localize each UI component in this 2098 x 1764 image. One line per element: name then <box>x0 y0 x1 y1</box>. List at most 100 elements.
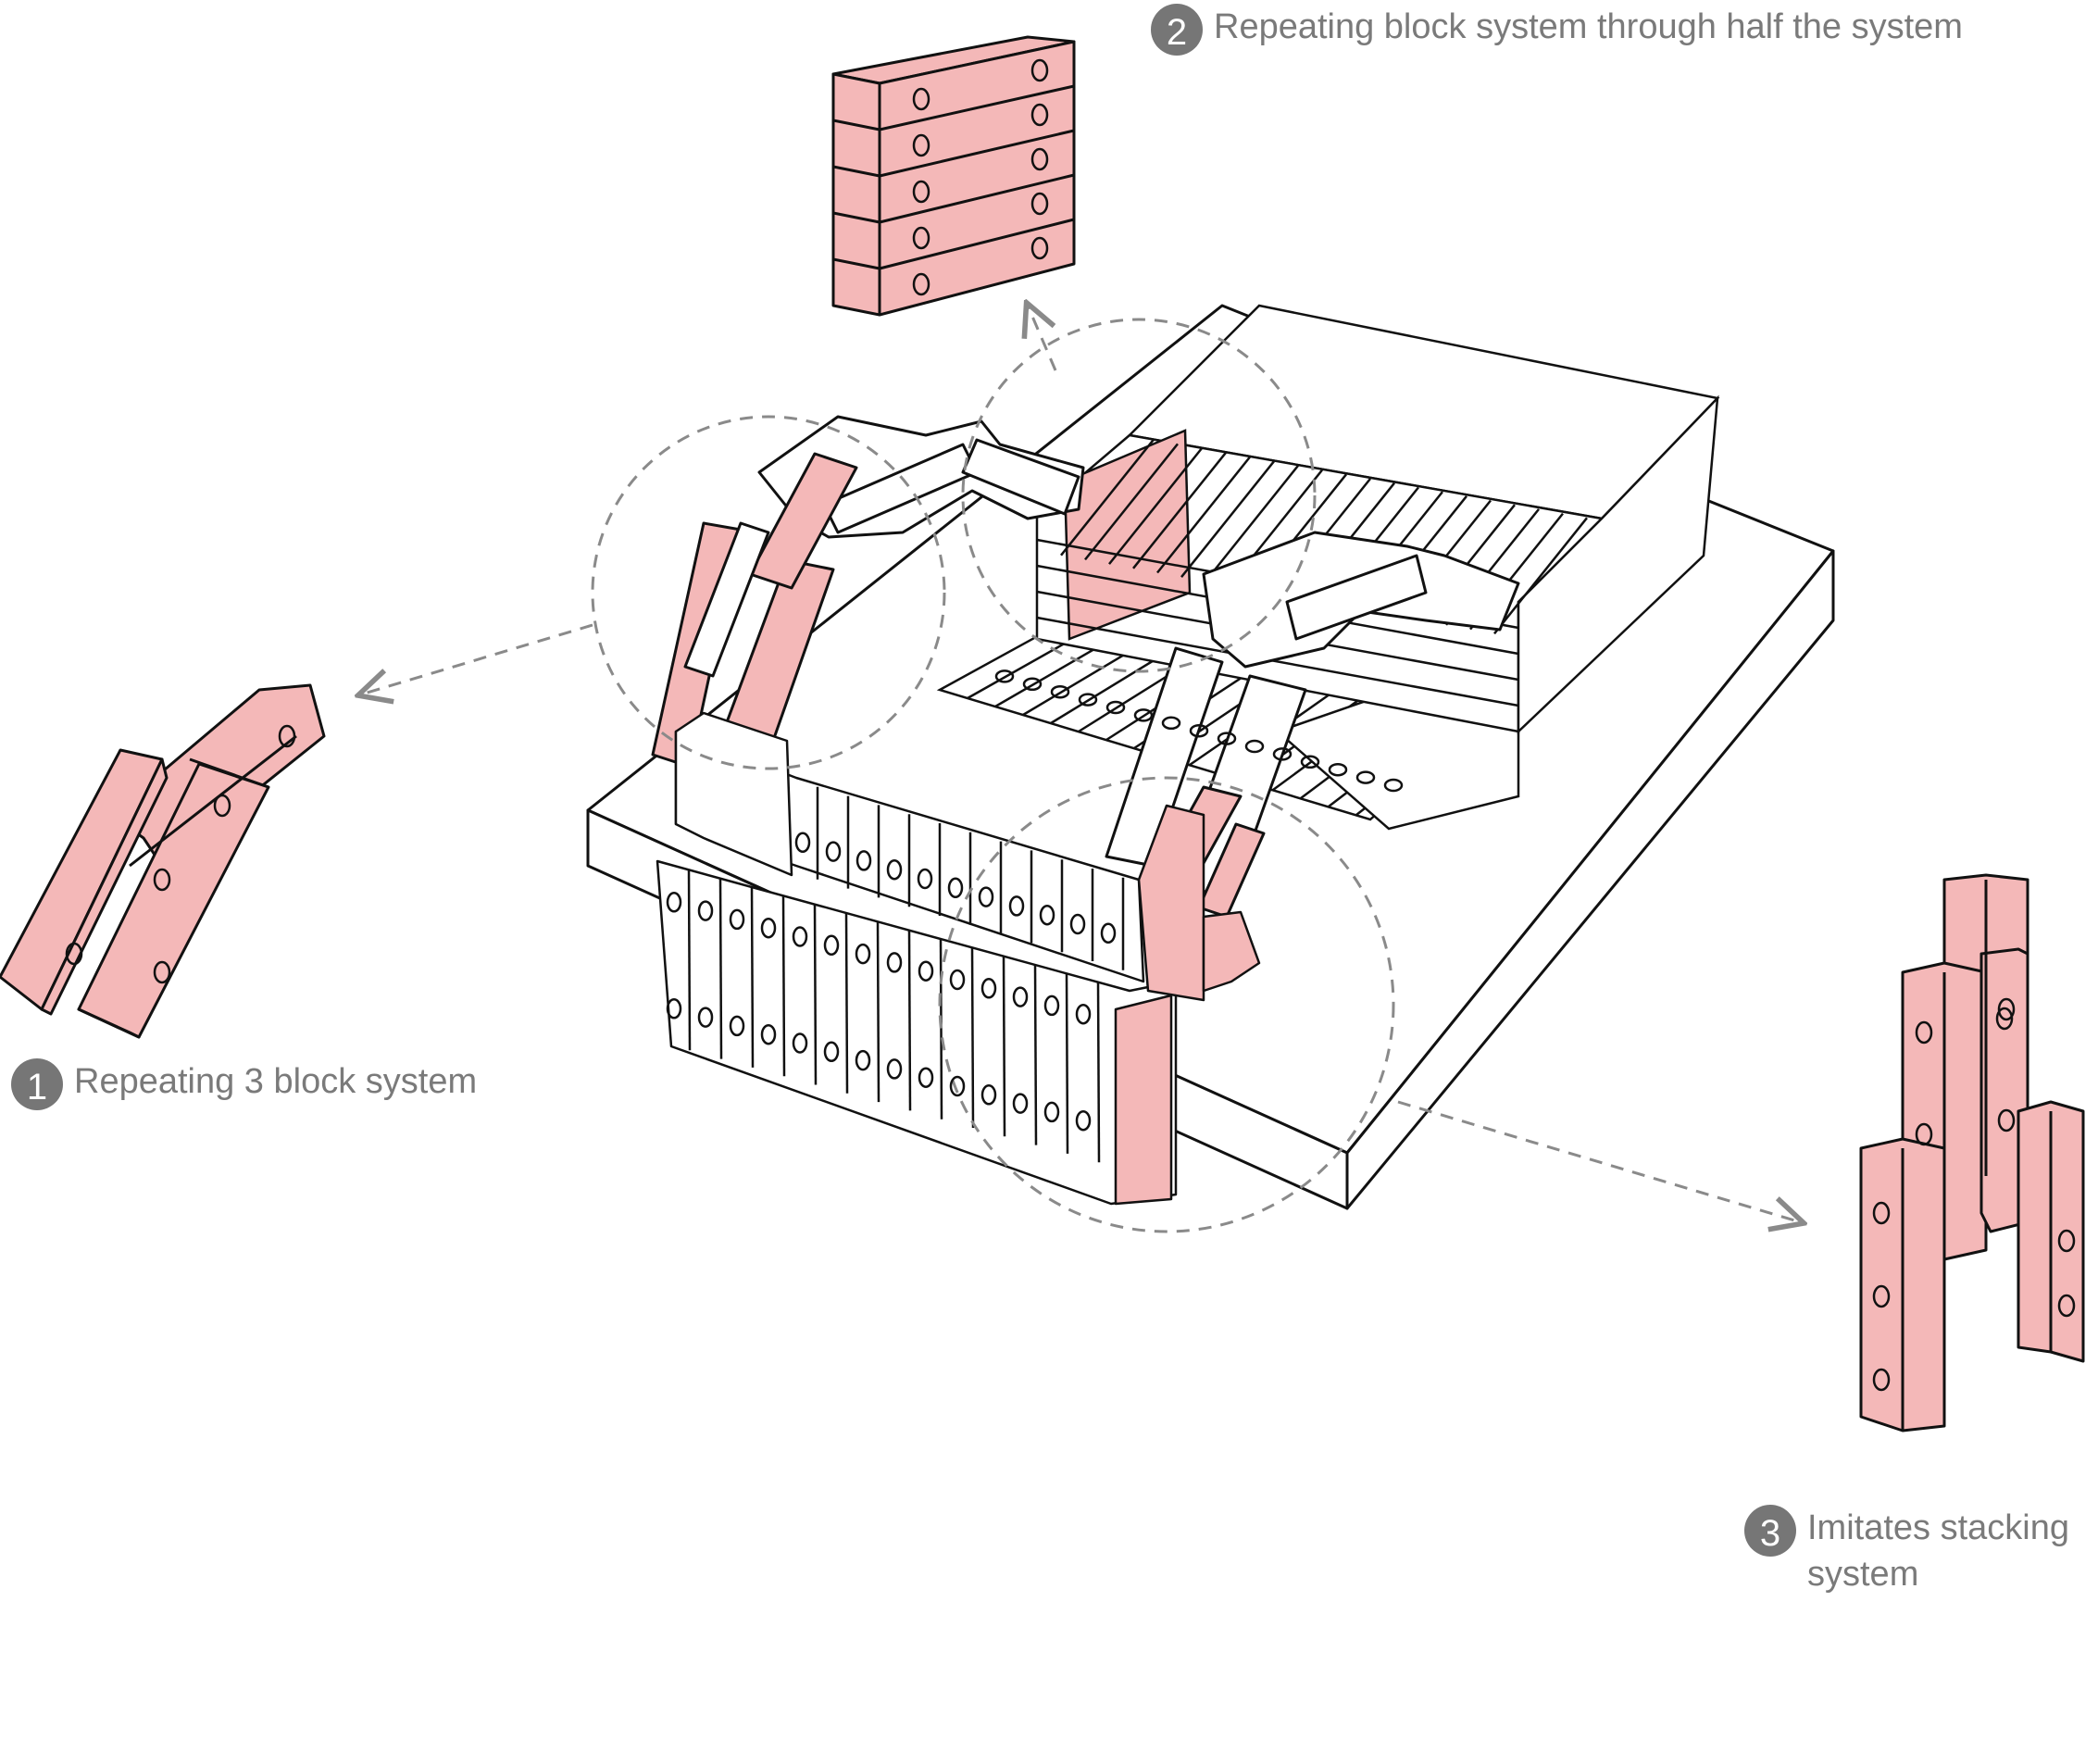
peg-hole <box>729 908 745 931</box>
callout-number-badge: 1 <box>11 1058 63 1110</box>
block-edge <box>1096 982 1101 1163</box>
peg-hole <box>1915 1020 1933 1045</box>
peg-hole <box>912 272 930 296</box>
peg-hole <box>1022 677 1043 692</box>
peg-hole <box>1069 913 1086 935</box>
peg-hole <box>1244 739 1265 754</box>
peg-hole <box>855 850 872 871</box>
peg-hole <box>823 934 840 957</box>
peg-hole <box>1012 986 1029 1007</box>
peg-hole <box>792 926 808 947</box>
peg-hole <box>1075 1003 1092 1025</box>
peg-hole <box>918 1067 934 1088</box>
peg-hole <box>1105 700 1126 715</box>
block-edge <box>844 912 849 1094</box>
peg-hole <box>1030 192 1049 216</box>
peg-hole <box>994 669 1015 683</box>
peg-hole <box>65 942 83 966</box>
peg-hole <box>886 952 903 973</box>
peg-hole <box>1872 1368 1891 1392</box>
peg-hole <box>912 180 930 204</box>
peg-hole <box>1039 904 1055 926</box>
block-edge <box>1180 460 1275 578</box>
peg-hole <box>1030 236 1049 260</box>
block-edge <box>1493 517 1588 635</box>
peg-hole <box>1872 1284 1891 1308</box>
peg-hole <box>1133 708 1154 722</box>
peg-hole <box>213 794 231 818</box>
peg-hole <box>1189 723 1209 738</box>
callout-number-badge: 3 <box>1744 1505 1796 1557</box>
peg-hole <box>1997 1108 2016 1132</box>
peg-hole <box>1030 58 1049 82</box>
peg-hole <box>666 998 682 1020</box>
peg-hole <box>1075 1109 1092 1132</box>
peg-hole <box>792 1032 808 1054</box>
block-stack-illustration-1 <box>0 683 326 1039</box>
guide-circle-2 <box>961 318 1317 673</box>
peg-hole <box>918 960 934 982</box>
peg-hole <box>278 724 296 748</box>
peg-hole <box>1030 103 1049 127</box>
peg-hole <box>760 1023 777 1045</box>
block-edge <box>832 211 880 224</box>
peg-hole <box>980 978 997 999</box>
guide-arrow-3 <box>1397 1100 1801 1222</box>
peg-hole <box>1008 895 1025 917</box>
peg-hole <box>855 943 871 965</box>
block-edge <box>1002 956 1006 1137</box>
peg-hole <box>917 868 933 890</box>
peg-hole <box>760 917 777 939</box>
peg-hole <box>980 1084 997 1106</box>
peg-hole <box>697 1007 714 1028</box>
dashed-guides <box>361 306 1801 1233</box>
peg-hole <box>1100 922 1117 945</box>
peg-hole <box>2057 1294 2076 1318</box>
callout-2: 2 Repeating block system through half th… <box>1151 4 1963 56</box>
peg-hole <box>949 1075 966 1097</box>
peg-hole <box>1030 147 1049 171</box>
peg-hole <box>1383 778 1404 793</box>
block-edge <box>1084 443 1179 561</box>
block-stack-illustration-3 <box>1859 873 2085 1432</box>
block-edge <box>939 938 943 1120</box>
block-edge <box>1033 964 1038 1145</box>
block-edge <box>832 257 880 270</box>
block-edge <box>879 173 1075 224</box>
peg-hole <box>1050 684 1070 699</box>
block-edge <box>781 895 786 1077</box>
peg-holes <box>65 58 2076 1392</box>
peg-hole <box>1078 693 1098 707</box>
peg-hole <box>978 886 994 907</box>
peg-hole <box>912 226 930 250</box>
peg-hole <box>2057 1229 2076 1253</box>
block-edge <box>879 129 1075 178</box>
block-edge <box>687 869 692 1051</box>
peg-hole <box>1217 732 1237 745</box>
peg-hole <box>1043 995 1060 1017</box>
peg-hole <box>794 832 811 854</box>
peg-hole <box>825 841 842 862</box>
block-edge <box>907 930 912 1111</box>
peg-hole <box>1995 1007 2014 1031</box>
callout-3: 3 Imitates stacking system <box>1744 1505 2087 1597</box>
guide-arrow-2 <box>1028 306 1057 371</box>
callout-label: Repeating 3 block system <box>74 1062 478 1101</box>
peg-hole <box>1043 1101 1060 1123</box>
peg-hole <box>1161 716 1181 731</box>
block-edge <box>876 921 880 1103</box>
block-edge <box>718 878 723 1059</box>
block-stack-illustration-2 <box>831 35 1076 317</box>
block-edge <box>1156 456 1251 574</box>
peg-hole <box>949 969 966 991</box>
block-edge <box>879 218 1075 270</box>
peg-hole <box>886 858 903 881</box>
callout-1: 1 Repeating 3 block system <box>11 1058 477 1110</box>
guide-arrow-1 <box>361 623 593 694</box>
block-edge <box>832 165 880 178</box>
block-edge <box>1108 447 1203 565</box>
peg-hole <box>947 877 964 899</box>
peg-hole <box>153 960 171 984</box>
block-edge <box>879 84 1075 131</box>
